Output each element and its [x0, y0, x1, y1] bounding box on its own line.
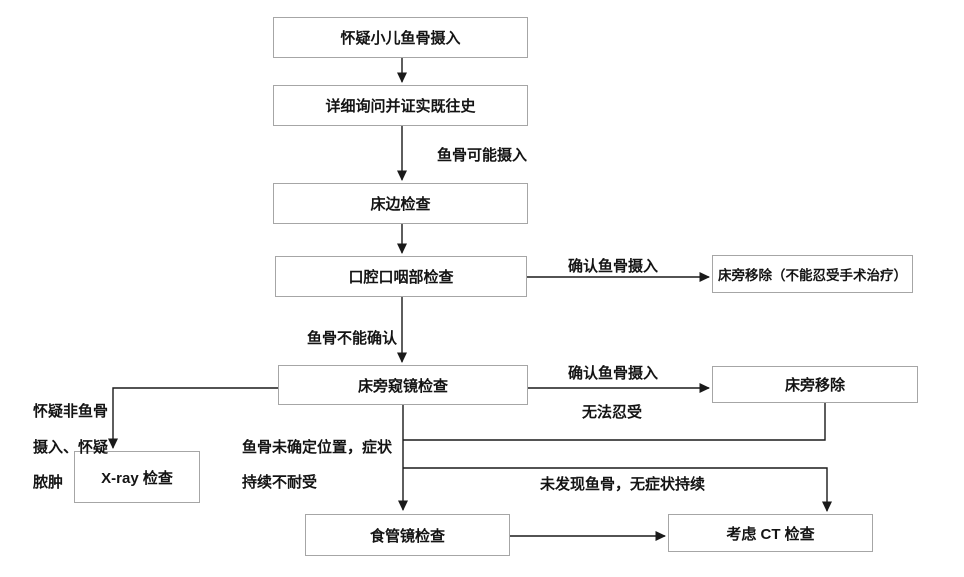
edge-label-suspect-non-fishbone-line3: 脓肿: [33, 474, 64, 491]
edge-label-suspect-non-fishbone-line1: 怀疑非鱼骨: [33, 403, 109, 420]
arrow-endoscope-to-xray: [108, 387, 278, 449]
node-consider-ct-exam: 考虑 CT 检查: [668, 514, 873, 552]
edge-label-not-found-no-symptoms: 未发现鱼骨，无症状持续: [540, 476, 706, 493]
edge-label-suspect-non-fishbone-line2: 摄入、怀疑: [33, 439, 109, 456]
line-removal-join: [403, 403, 826, 441]
edge-label-undetermined-location-line1: 鱼骨未确定位置，症状: [242, 439, 393, 456]
node-bedside-removal: 床旁移除: [712, 366, 918, 403]
edge-label-undetermined-location-line2: 持续不耐受: [242, 474, 318, 491]
node-bedside-endoscope-exam: 床旁窥镜检查: [278, 365, 528, 405]
edge-label-intolerable: 无法忍受: [582, 404, 643, 421]
node-bedside-exam: 床边检查: [273, 183, 528, 224]
node-oral-oropharynx-exam: 口腔口咽部检查: [275, 256, 527, 297]
edge-label-cannot-confirm: 鱼骨不能确认: [307, 330, 398, 347]
arrow-to-ct: [403, 467, 832, 512]
node-xray-exam: X-ray 检查: [74, 451, 200, 503]
edge-label-possible-ingestion: 鱼骨可能摄入: [437, 147, 528, 164]
node-verify-history: 详细询问并证实既往史: [273, 85, 528, 126]
edge-label-confirmed-ingestion-2: 确认鱼骨摄入: [568, 365, 659, 382]
edge-label-confirmed-ingestion-1: 确认鱼骨摄入: [568, 258, 659, 275]
node-suspect-fishbone-ingestion: 怀疑小儿鱼骨摄入: [273, 17, 528, 58]
node-esophagoscopy-exam: 食管镜检查: [305, 514, 510, 556]
node-bedside-removal-no-surgery: 床旁移除（不能忍受手术治疗）: [712, 255, 913, 293]
